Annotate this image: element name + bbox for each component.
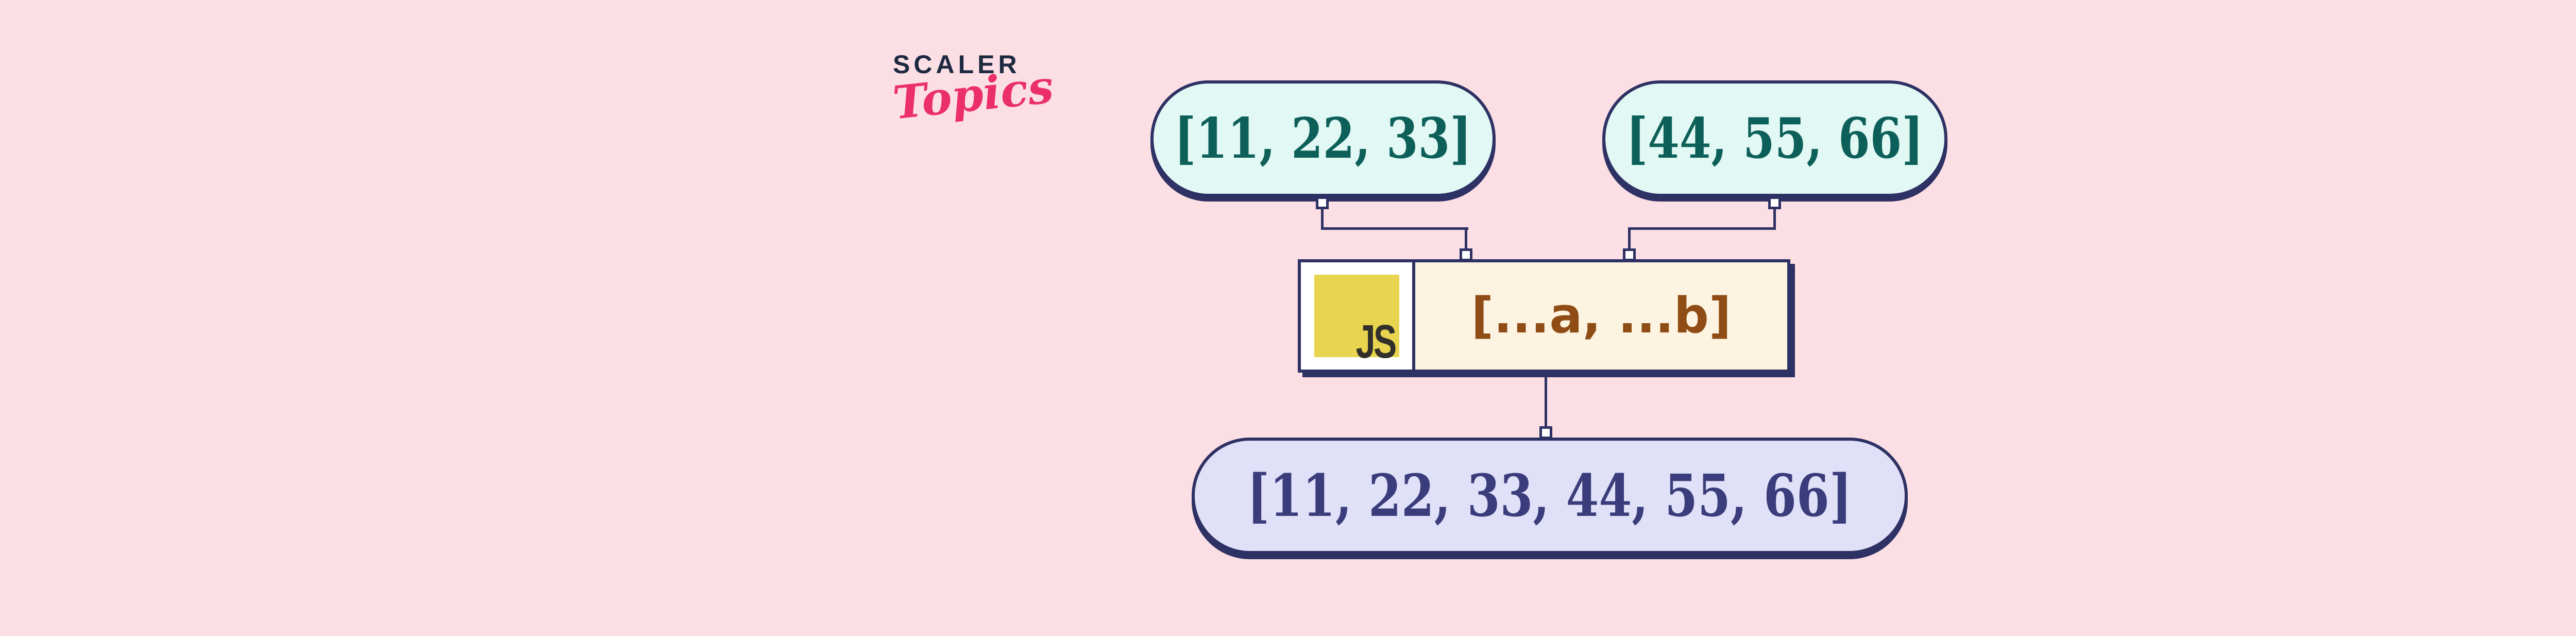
result-label: [11, 22, 33, 44, 55, 66] (1247, 462, 1852, 530)
js-badge-panel: JS (1301, 262, 1415, 370)
connector-port-array-b-out (1768, 196, 1781, 209)
connector-port-array-a-out (1316, 196, 1329, 209)
connector-port-result-in (1539, 426, 1552, 439)
javascript-logo-label: JS (1355, 315, 1397, 368)
connector-edge-array-b-down (1773, 209, 1776, 230)
javascript-logo-icon: JS (1314, 275, 1399, 365)
result-node: [11, 22, 33, 44, 55, 66] (1192, 438, 1908, 554)
connector-edge-array-a-down (1321, 209, 1324, 230)
array-a-node: [11, 22, 33] (1150, 80, 1496, 197)
connector-edge-array-b-into-box (1628, 227, 1631, 250)
spread-operation-node: JS [...a, ...b] (1298, 259, 1790, 373)
scaler-topics-logo: SCALER Topics (890, 50, 1056, 129)
spread-expression-panel: [...a, ...b] (1415, 262, 1787, 370)
connector-edge-array-b-horizontal (1628, 227, 1776, 230)
connector-edge-array-a-into-box (1465, 227, 1467, 250)
array-a-label: [11, 22, 33] (1174, 106, 1472, 171)
connector-port-box-in-left (1460, 248, 1472, 261)
connector-edge-box-to-result (1545, 371, 1547, 429)
connector-port-box-in-right (1623, 248, 1636, 261)
topics-wordmark: Topics (890, 59, 1056, 130)
spread-expression-label: [...a, ...b] (1471, 288, 1732, 344)
array-b-node: [44, 55, 66] (1602, 80, 1947, 197)
scaler-wordmark: SCALER (893, 50, 1021, 79)
array-b-label: [44, 55, 66] (1626, 106, 1924, 171)
connector-edge-array-a-horizontal (1321, 227, 1468, 230)
